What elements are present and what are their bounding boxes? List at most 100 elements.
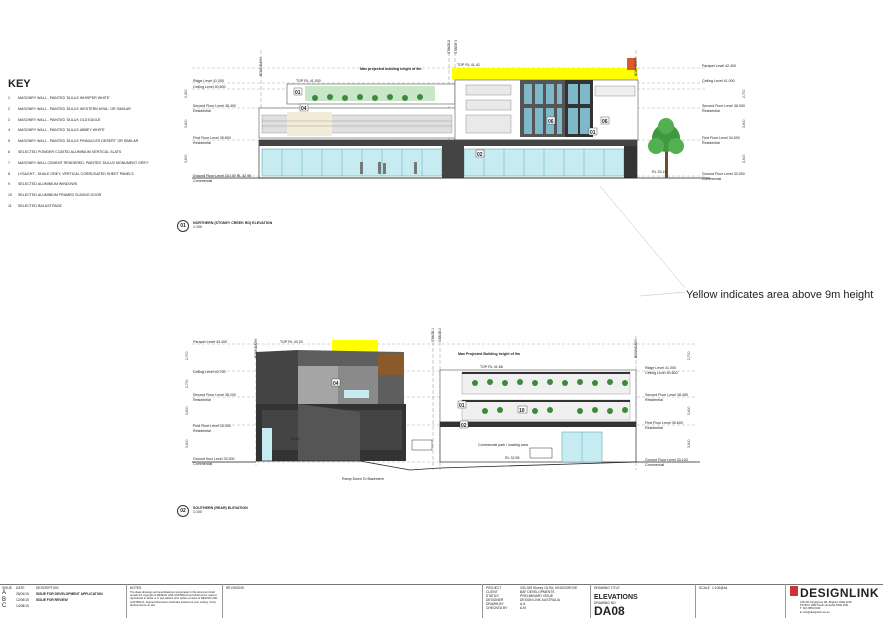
south-dim-2: 2,700 <box>185 379 189 388</box>
issue-header: ISSUE <box>2 586 12 590</box>
north-rl-right: RL 33.15 <box>652 170 666 174</box>
north-tag-4: 06 <box>548 119 554 125</box>
north-right-level-4: Residential <box>702 109 720 113</box>
south-max-height: Max Projected Building height of 9m <box>458 352 520 356</box>
north-dim-4: 3,600 <box>184 154 188 163</box>
north-dim-5: 3,600 <box>742 119 746 128</box>
south-right-level-4: Residential <box>645 398 663 402</box>
north-right-level-8: Commercial <box>702 177 721 181</box>
south-top-rl2: TOP RL 41.68 <box>480 365 503 369</box>
revision-date: 14/08/15 <box>16 604 29 608</box>
checked-by-value: A.M <box>520 606 526 610</box>
designer-label: DESIGNER <box>486 598 504 602</box>
logo-icon <box>790 586 798 596</box>
tree-icon <box>648 118 684 178</box>
north-dim-3: 3,600 <box>184 119 188 128</box>
client-value: BAF DEVELOPMENTS <box>520 590 555 594</box>
project-labels: PROJECT CLIENT STATUS DESIGNER DRAWN BY … <box>486 586 507 610</box>
south-right-level-6: Residential <box>645 426 663 430</box>
north-left-level-7: Ground Floor Level 33.100 RL 32.95 <box>193 174 251 178</box>
north-right-level-1: Parapet Level 42.400 <box>702 64 736 68</box>
description-header: DESCRIPTION <box>36 586 59 590</box>
key-item-text: SELECTED ALUMINIUM FRAMED SLIDING DOOR <box>18 193 102 198</box>
revisions-header: REVISIONS <box>226 586 244 590</box>
status-label: STATUS <box>486 594 499 598</box>
south-elevation-number: 02 <box>177 505 189 517</box>
drawing-title-header: DRAWING TITLE <box>594 586 620 590</box>
south-dim-7: 3,600 <box>687 439 691 448</box>
southern-elevation: 04 01 10 02 Max Projected Building heigh… <box>185 328 700 481</box>
drawn-by-label: DRAWN BY <box>486 602 504 606</box>
north-max-height: Max projected building height of 9m <box>360 67 422 71</box>
south-right-level-7: Ground Floor Level 33.100 <box>645 458 688 462</box>
key-item-number: 3 <box>8 117 10 122</box>
north-tag-6: 01 <box>590 130 596 136</box>
south-right-level-5: First Floor Level 35.600 <box>645 421 683 425</box>
north-right-level-2: Ceiling Level 41.000 <box>702 79 735 83</box>
drawing-no-header: DRAWING NO <box>594 601 616 605</box>
south-dim-6: 3,600 <box>687 406 691 415</box>
north-left-level-3: Second Floor Level 38.400 <box>193 104 236 108</box>
south-dim-5: 2,700 <box>687 351 691 360</box>
contact-line: E: info@designlink.net.au <box>800 610 830 614</box>
south-elevation-scale: 1:100 <box>193 510 202 515</box>
north-left-level-2: Ceiling Level 40.600 <box>193 85 226 89</box>
south-left-level-3: Second Floor Level 38.200 <box>193 393 236 397</box>
key-item-number: 10 <box>8 193 12 198</box>
south-spot: RL 32.55 <box>505 456 519 460</box>
south-left-level-6: Residential <box>193 429 211 433</box>
key-item-text: MASONRY WALL - PAINTED 'DULUX PINNACLES … <box>18 139 139 144</box>
south-tag-4: 02 <box>461 423 467 429</box>
car-icon <box>411 439 553 459</box>
key-item-number: 1 <box>8 96 10 100</box>
north-right-level-6: Residential <box>702 141 720 145</box>
elevations-drawing: 01 04 02 06 06 01 Max projected building… <box>184 40 746 481</box>
north-left-level-5: First Floor Level 35.600 <box>193 136 231 140</box>
key-item-text: SELECTED ALUMINIUM WINDOWS <box>18 182 78 187</box>
contact-line: PO BOX 1582 South Hurstville NSW 2221 <box>800 604 849 608</box>
north-dim-1: 2,400 <box>184 89 188 98</box>
revision-letter: A <box>2 590 7 596</box>
north-elevation-number: 01 <box>177 220 189 232</box>
designer-value: DESIGN LINK AUSTRALIA <box>520 598 560 602</box>
south-tag-2: 01 <box>459 403 465 409</box>
north-elevation-caption: NORTHERN (STONEY CREEK RD) ELEVATION 1:1… <box>193 221 272 230</box>
key-item-text: MASONRY WALL - PAINTED 'DULUX WESTERN MY… <box>18 106 131 111</box>
north-tag-3: 02 <box>477 152 483 158</box>
south-stage1: STAGE 1 <box>431 328 435 342</box>
contact-line: 145-151 Kingsgrove Rd, Brighton NSW 2218 <box>800 601 852 604</box>
south-boundary-left: BOUNDARY <box>254 338 258 358</box>
north-left-level-6: Residential <box>193 141 211 145</box>
south-tag-3: 10 <box>519 408 525 414</box>
project-label: PROJECT <box>486 586 502 590</box>
key-item-text: SELECTED POWDER COATED ALUMINIUM VERTICA… <box>18 149 122 154</box>
south-elevation-title: SOUTHERN (REAR) ELEVATION <box>193 506 248 510</box>
south-left-level-4: Residential <box>193 398 211 402</box>
north-boundary-left: BOUNDARY <box>259 56 263 76</box>
title-block <box>0 584 883 619</box>
contact-line: T: (02) 9553 0042 <box>800 607 821 611</box>
revision-date: 12/08/15 <box>16 598 29 602</box>
revision-letters: A B C <box>2 590 6 610</box>
north-tag-1: 01 <box>295 90 301 96</box>
checked-by-label: CHECKED BY <box>486 606 508 610</box>
south-left-level-5: First Floor Level 33.300 <box>193 424 231 428</box>
south-right-level-8: Commercial <box>645 463 664 467</box>
drawn-by-value: A.A <box>520 602 526 606</box>
north-left-level-1: Ridge Level 41.000 <box>193 79 224 83</box>
revision-date: 28/04/15 <box>16 592 29 596</box>
key-item-number: 11 <box>8 203 12 208</box>
south-right-level-3: Second Floor Level 38.450 <box>645 393 688 397</box>
south-left-level-1: Parapet Level 43.400 <box>193 340 227 344</box>
north-dim-6: 3,600 <box>742 154 746 163</box>
key-item-number: 7 <box>8 160 10 165</box>
